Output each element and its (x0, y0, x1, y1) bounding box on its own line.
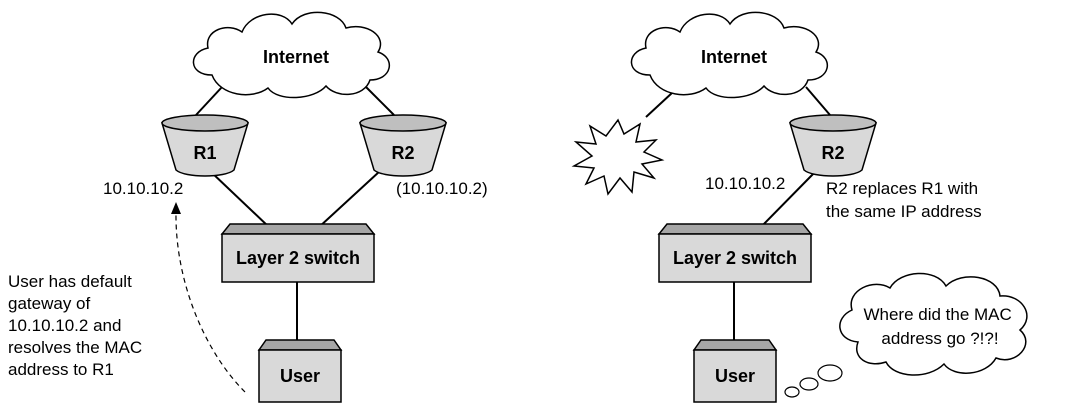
note-line: address to R1 (8, 360, 114, 379)
router-failure-burst (571, 118, 665, 196)
thought-bubble (839, 272, 1028, 376)
router-r2-ip: (10.10.10.2) (396, 179, 488, 198)
thought-bubble-dot (799, 377, 819, 391)
link-r1-internet (195, 86, 223, 116)
router-r1-label: R1 (193, 143, 216, 163)
router-r2-right: R2 (788, 114, 878, 177)
replace-note: R2 replaces R1 with the same IP address (826, 179, 983, 221)
user-computer: User (257, 339, 343, 403)
link-r2-switch-right (759, 170, 817, 229)
link-r1-switch (209, 170, 271, 229)
router-ip-right: 10.10.10.2 (705, 174, 785, 193)
internet-cloud (192, 11, 390, 99)
switch-label-right: Layer 2 switch (673, 248, 797, 268)
switch-label: Layer 2 switch (236, 248, 360, 268)
user-computer-right: User (692, 339, 778, 403)
thought-line: address go ?!?! (881, 329, 998, 348)
router-r1: R1 (160, 114, 250, 177)
layer2-switch: Layer 2 switch (220, 223, 376, 283)
link-r2-switch (317, 170, 381, 229)
thought-bubble-dot (784, 386, 800, 398)
user-note: User has default gateway of 10.10.10.2 a… (8, 272, 147, 379)
thought-text: Where did the MAC address go ?!?! (863, 305, 1016, 348)
note-line: gateway of (8, 294, 90, 313)
router-r2-right-label: R2 (821, 143, 844, 163)
layer2-switch-right: Layer 2 switch (657, 223, 813, 283)
link-r2-internet-right (805, 86, 831, 116)
resolve-arrow (175, 211, 246, 393)
internet-label-right: Internet (701, 47, 767, 67)
resolve-arrowhead (171, 202, 181, 214)
router-r1-ip: 10.10.10.2 (103, 179, 183, 198)
note-line: User has default (8, 272, 132, 291)
internet-cloud-right (630, 11, 828, 99)
internet-label: Internet (263, 47, 329, 67)
link-r2-internet (365, 86, 395, 116)
user-label: User (280, 366, 320, 386)
note-line: 10.10.10.2 and (8, 316, 121, 335)
thought-line: Where did the MAC (863, 305, 1011, 324)
replace-note-line: the same IP address (826, 202, 982, 221)
router-r2: R2 (358, 114, 448, 177)
thought-bubble-dot (817, 364, 843, 382)
user-label-right: User (715, 366, 755, 386)
note-line: resolves the MAC (8, 338, 142, 357)
router-r2-label: R2 (391, 143, 414, 163)
replace-note-line: R2 replaces R1 with (826, 179, 978, 198)
